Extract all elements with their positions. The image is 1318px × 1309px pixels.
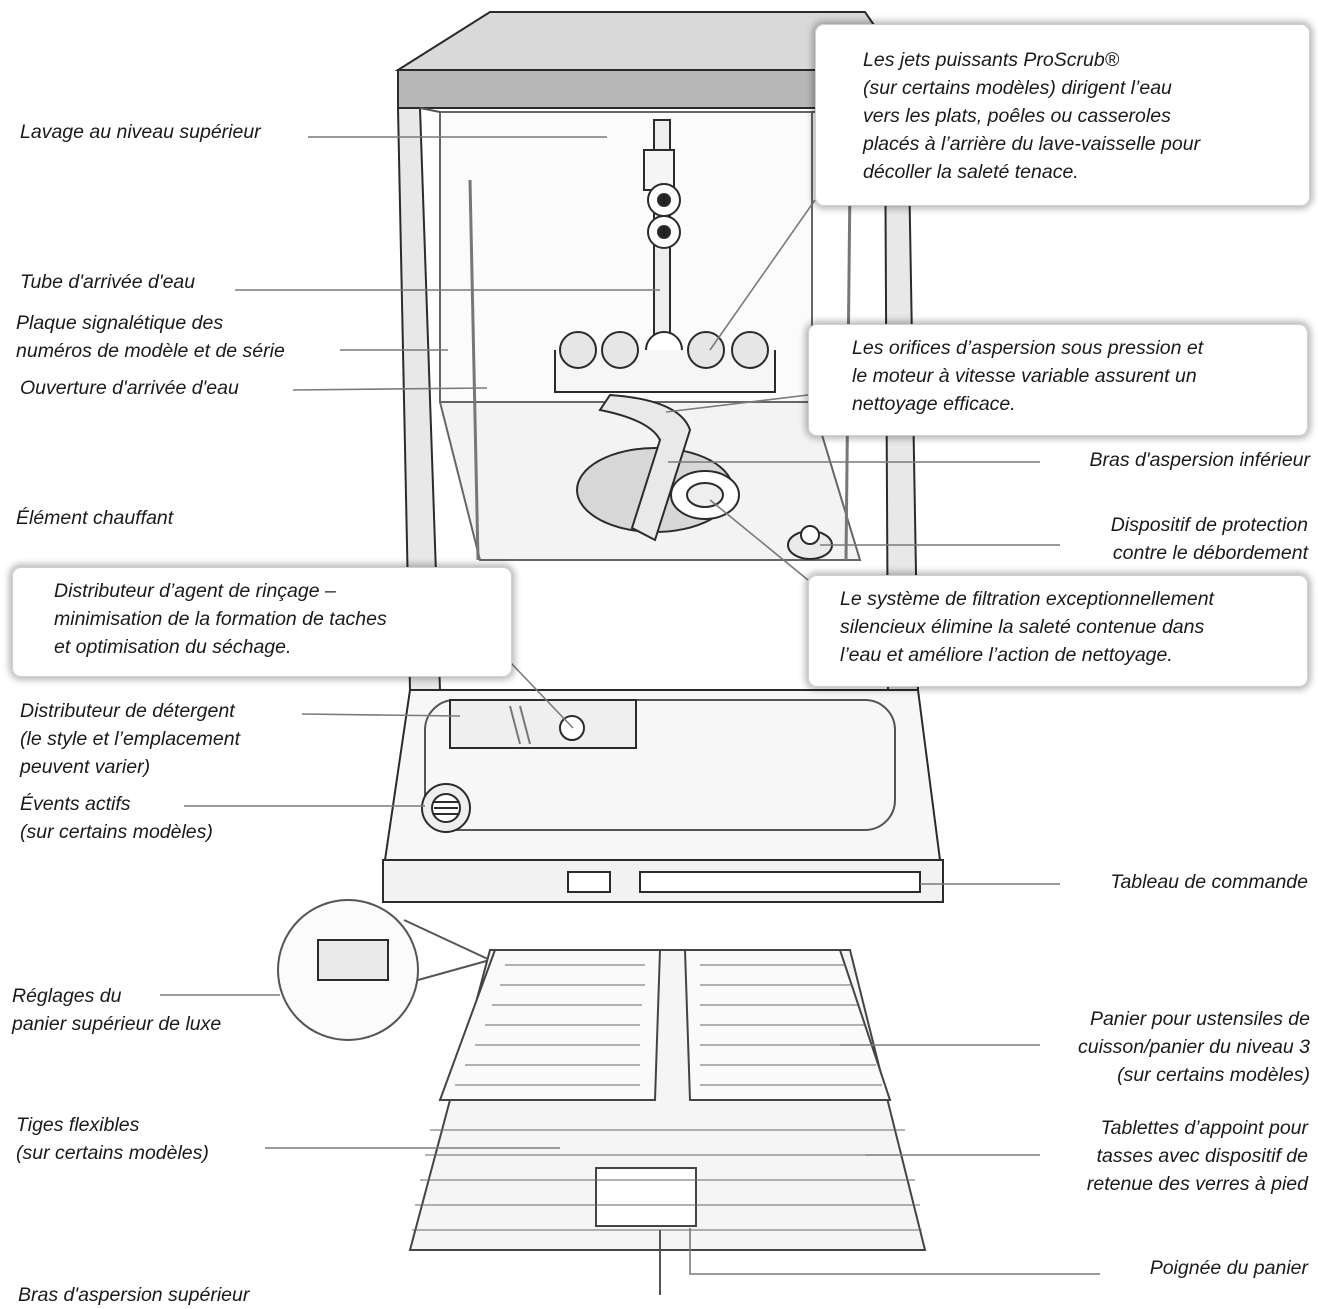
label-events-actifs: Évents actifs (sur certains modèles) (20, 790, 213, 846)
label-lavage-superieur: Lavage au niveau supérieur (20, 118, 261, 146)
label-plaque-signaletique: Plaque signalétique des numéros de modèl… (16, 309, 285, 365)
callout-rincage: Distributeur d’agent de rinçage – minimi… (12, 567, 512, 677)
label-tiges-flexibles: Tiges flexibles (sur certains modèles) (16, 1111, 209, 1167)
label-distributeur-detergent: Distributeur de détergent (le style et l… (20, 697, 240, 781)
label-protection-debordement: Dispositif de protection contre le débor… (1111, 511, 1308, 567)
label-poignee-panier: Poignée du panier (1150, 1254, 1308, 1282)
label-reglages-panier: Réglages du panier supérieur de luxe (12, 982, 221, 1038)
callout-orifices: Les orifices d’aspersion sous pression e… (808, 324, 1308, 436)
label-tableau-commande: Tableau de commande (1110, 868, 1308, 896)
label-tablettes-appoint: Tablettes d’appoint pour tasses avec dis… (1087, 1114, 1308, 1198)
callout-filtration: Le système de filtration exceptionnellem… (808, 575, 1308, 687)
label-ouverture-arrivee: Ouverture d'arrivée d'eau (20, 374, 239, 402)
label-bras-aspersion-inferieur: Bras d'aspersion inférieur (1090, 446, 1311, 474)
rack-handle (596, 1168, 696, 1226)
label-panier-ustensiles: Panier pour ustensiles de cuisson/panier… (1078, 1005, 1310, 1089)
label-tube-arrivee: Tube d'arrivée d'eau (20, 268, 195, 296)
detergent-dispenser (450, 700, 636, 748)
label-element-chauffant: Élément chauffant (16, 504, 173, 532)
callout-proscrub: Les jets puissants ProScrub® (sur certai… (815, 24, 1310, 206)
label-bras-aspersion-superieur: Bras d'aspersion supérieur (18, 1281, 249, 1309)
